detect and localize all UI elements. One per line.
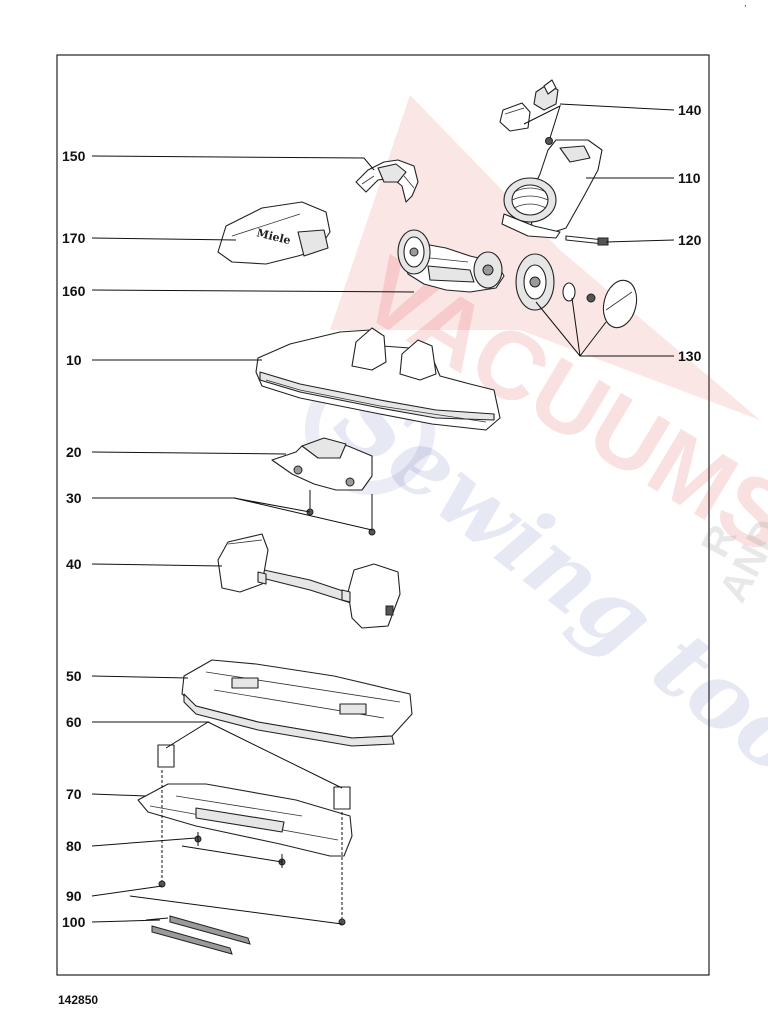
part-130-wheel-set [515, 253, 638, 329]
part-70-plate [137, 783, 353, 857]
callout-20: 20 [66, 444, 82, 460]
callout-80: 80 [66, 838, 82, 854]
part-50-sole-plate [181, 659, 413, 747]
part-110-joint [501, 139, 603, 239]
corner-mark: , [744, 0, 747, 8]
part-100-strips [151, 915, 251, 955]
part-150-clip [355, 159, 419, 203]
callout-90: 90 [66, 888, 82, 904]
leader-lines [91, 103, 675, 925]
callout-160: 160 [62, 283, 86, 299]
callout-50: 50 [66, 668, 82, 684]
callout-150: 150 [62, 148, 86, 164]
part-40-bumper-bar [217, 533, 401, 629]
callout-120: 120 [678, 232, 702, 248]
callout-10: 10 [66, 352, 82, 368]
part-20-swivel-base [271, 437, 373, 491]
part-120-pin [565, 235, 609, 246]
diagram-frame [56, 54, 710, 976]
callout-170: 170 [62, 230, 86, 246]
callout-40: 40 [66, 556, 82, 572]
footer-code: 142850 [58, 993, 98, 1007]
part-140-connector [499, 79, 559, 145]
part-160-carriage [397, 229, 505, 293]
callout-130: 130 [678, 348, 702, 364]
part-10-housing [255, 327, 501, 431]
part-30-screws [306, 490, 376, 536]
callout-60: 60 [66, 714, 82, 730]
callout-110: 110 [678, 170, 701, 186]
callout-70: 70 [66, 786, 82, 802]
callout-140: 140 [678, 102, 702, 118]
part-170-cover: Miele [217, 201, 331, 265]
callout-30: 30 [66, 490, 82, 506]
callout-100: 100 [62, 914, 86, 930]
part-60-springs [157, 744, 351, 810]
